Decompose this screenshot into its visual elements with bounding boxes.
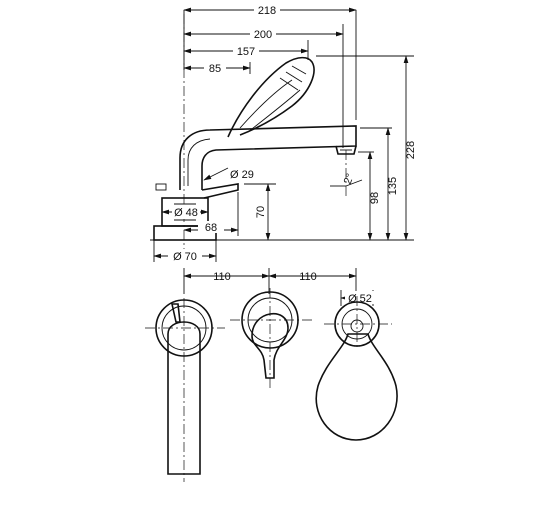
top-dimensions: 218 200 157 85 <box>183 3 357 148</box>
dim-dia-29-label: Ø 29 <box>230 169 254 181</box>
dim-157-label: 157 <box>237 46 255 58</box>
dim-68-label: 68 <box>205 222 217 234</box>
dim-dia-48-label: Ø 48 <box>174 207 198 219</box>
dim-98-label: 98 <box>369 192 381 204</box>
dim-135-label: 135 <box>387 177 399 195</box>
dim-dia-70-label: Ø 70 <box>173 251 197 263</box>
spout <box>179 125 357 190</box>
bottom-view: 110 110 Ø 52 <box>145 268 398 482</box>
dim-85-label: 85 <box>209 63 221 75</box>
diverter-top-view <box>315 301 398 441</box>
spacing-1-label: 110 <box>213 271 231 283</box>
dim-218-label: 218 <box>258 5 276 17</box>
dim-70-height-label: 70 <box>255 206 267 218</box>
side-dimensions: Ø 29 Ø 48 68 70 Ø 70 <box>153 167 276 263</box>
hand-shower <box>227 56 315 138</box>
angle-label: 2° <box>342 172 357 186</box>
spacing-2-label: 110 <box>299 271 317 283</box>
dim-228-label: 228 <box>405 141 417 159</box>
right-dimensions: 228 135 98 2° <box>230 55 417 241</box>
dim-200-label: 200 <box>254 29 272 41</box>
